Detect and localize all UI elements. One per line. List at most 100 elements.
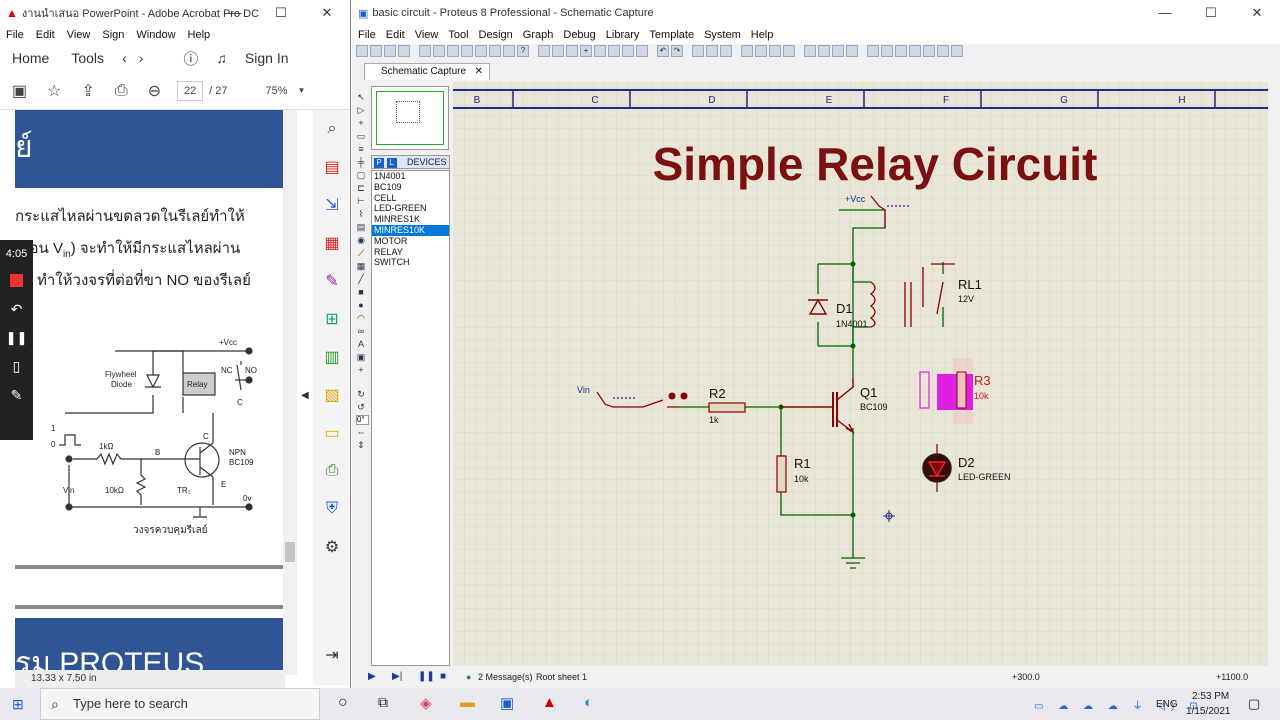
- origin-icon[interactable]: [566, 45, 578, 57]
- combine-icon[interactable]: ⊞: [325, 311, 339, 328]
- edit-pdf-icon[interactable]: ✎: [325, 273, 339, 290]
- property-icon[interactable]: [895, 45, 907, 57]
- list-item[interactable]: CELL: [374, 192, 397, 203]
- compress-icon[interactable]: ▥: [324, 349, 340, 366]
- list-item[interactable]: SWITCH: [374, 257, 410, 268]
- list-item[interactable]: LED-GREEN: [374, 203, 427, 214]
- new-sheet-icon[interactable]: [909, 45, 921, 57]
- box-icon[interactable]: ■: [358, 287, 364, 297]
- organize-icon[interactable]: ▦: [324, 235, 340, 252]
- terminals-mode-icon[interactable]: ⊏: [357, 183, 365, 193]
- clock-time[interactable]: 2:53 PM: [1192, 691, 1230, 702]
- devices-list[interactable]: 1N4001 BC109 CELL LED-GREEN MINRES1K MIN…: [371, 170, 450, 666]
- circle-icon[interactable]: ●: [358, 300, 364, 310]
- scrollbar-thumb[interactable]: [285, 542, 295, 562]
- home-tab[interactable]: Home: [12, 50, 50, 66]
- symbol-icon[interactable]: ▣: [356, 352, 366, 362]
- chevron-down-icon[interactable]: ▼: [297, 86, 306, 95]
- list-item[interactable]: BC109: [374, 181, 402, 192]
- save-icon[interactable]: ▣: [12, 82, 28, 100]
- text-icon[interactable]: A: [357, 339, 364, 349]
- print-production-icon[interactable]: ⎙: [325, 462, 339, 479]
- probe-mode-icon[interactable]: ⟋: [357, 248, 365, 258]
- stop-record-icon[interactable]: [10, 274, 23, 287]
- pick-device-icon[interactable]: [804, 45, 816, 57]
- input-language[interactable]: ENG: [1156, 699, 1178, 710]
- r3-resistor-placing[interactable]: [919, 358, 973, 424]
- close-icon[interactable]: ✕: [1251, 5, 1263, 20]
- pan-icon[interactable]: +: [580, 45, 592, 57]
- menu-tool[interactable]: Tool: [448, 29, 469, 41]
- tools-tab[interactable]: Tools: [71, 50, 105, 66]
- maximize-icon[interactable]: ☐: [275, 5, 287, 20]
- marker-icon[interactable]: +: [358, 365, 364, 375]
- mirror-x-icon[interactable]: ⇔: [356, 427, 366, 437]
- paint-app-icon[interactable]: ◈: [420, 695, 432, 712]
- menu-file[interactable]: File: [6, 29, 24, 41]
- task-view-icon[interactable]: ⧉: [378, 694, 388, 710]
- pick-device-button[interactable]: P: [374, 158, 384, 168]
- pdf-scrollbar[interactable]: [283, 110, 297, 675]
- menu-sign[interactable]: Sign: [102, 29, 125, 41]
- search-tag-icon[interactable]: [881, 45, 893, 57]
- step-icon[interactable]: ▶|: [392, 671, 403, 682]
- menu-library[interactable]: Library: [605, 29, 640, 41]
- list-item[interactable]: 1N4001: [374, 171, 406, 181]
- tray-icons[interactable]: ▭ ☁ ☁ ☁ ⏚ ◁) ⊡: [1034, 701, 1204, 712]
- save-icon[interactable]: [384, 45, 396, 57]
- create-pdf-icon[interactable]: ▤: [324, 159, 340, 176]
- protect-icon[interactable]: ⛨: [325, 500, 338, 517]
- close-icon[interactable]: ✕: [321, 5, 333, 20]
- canvas-scrollbar[interactable]: [1268, 82, 1280, 666]
- generator-mode-icon[interactable]: ◉: [357, 235, 365, 245]
- more-tools-icon[interactable]: ⚙: [324, 539, 340, 556]
- menu-help[interactable]: Help: [750, 29, 774, 41]
- refresh-icon[interactable]: [538, 45, 550, 57]
- arc-icon[interactable]: ◠: [357, 313, 365, 323]
- code-icon[interactable]: [503, 45, 515, 57]
- menu-edit[interactable]: Edit: [385, 29, 405, 41]
- make-device-icon[interactable]: [818, 45, 830, 57]
- zoom-area-icon[interactable]: [636, 45, 648, 57]
- exit-sheet-icon[interactable]: [937, 45, 949, 57]
- schematic-canvas[interactable]: B C D E F G H Simple Relay Circuit: [453, 82, 1280, 666]
- messages-count[interactable]: 2 Message(s): [478, 672, 533, 682]
- collapse-pane-icon[interactable]: ◀: [301, 390, 309, 401]
- print-icon[interactable]: ⎙: [114, 81, 128, 99]
- buses-mode-icon[interactable]: ╪: [357, 157, 365, 167]
- list-item[interactable]: MINRES1K: [374, 214, 421, 225]
- acrobat-app-icon[interactable]: ▲: [542, 694, 557, 711]
- path-icon[interactable]: ∞: [357, 326, 365, 336]
- menu-view[interactable]: View: [414, 29, 439, 41]
- help-icon[interactable]: ?: [517, 45, 529, 57]
- edge-app-icon[interactable]: ◐: [584, 694, 594, 711]
- star-icon[interactable]: ☆: [47, 82, 62, 100]
- zoom-out-icon[interactable]: [608, 45, 620, 57]
- menu-edit[interactable]: Edit: [35, 29, 55, 41]
- junction-mode-icon[interactable]: +: [358, 118, 364, 128]
- label-mode-icon[interactable]: ▭: [356, 131, 366, 141]
- zoom-all-icon[interactable]: [622, 45, 634, 57]
- list-item[interactable]: MOTOR: [374, 235, 408, 246]
- menu-graph[interactable]: Graph: [522, 29, 554, 41]
- mirror-y-icon[interactable]: ⇕: [357, 440, 365, 450]
- decompose-icon[interactable]: [846, 45, 858, 57]
- minimize-icon[interactable]: —: [228, 5, 242, 20]
- export-pdf-icon[interactable]: ⇲: [325, 197, 339, 214]
- play-icon[interactable]: ▶: [368, 671, 376, 682]
- select-mode-icon[interactable]: ↖: [357, 92, 365, 102]
- zoom-out-icon[interactable]: ⊖: [147, 82, 162, 100]
- text-script-icon[interactable]: ≡: [358, 144, 364, 154]
- block-copy-icon[interactable]: [741, 45, 753, 57]
- block-rotate-icon[interactable]: [769, 45, 781, 57]
- cut-icon[interactable]: [692, 45, 704, 57]
- pin-mode-icon[interactable]: ⊢: [357, 196, 365, 206]
- forward-icon[interactable]: ›: [138, 50, 144, 66]
- packaging-icon[interactable]: [832, 45, 844, 57]
- expand-pane-icon[interactable]: ⇥: [325, 647, 339, 664]
- help-icon[interactable]: ⓘ: [183, 50, 199, 68]
- taskbar-search-input[interactable]: ⌕ Type here to search: [40, 688, 320, 720]
- stop-icon[interactable]: ■: [440, 671, 447, 682]
- 3d-icon[interactable]: [489, 45, 501, 57]
- signin-button[interactable]: Sign In: [244, 50, 289, 66]
